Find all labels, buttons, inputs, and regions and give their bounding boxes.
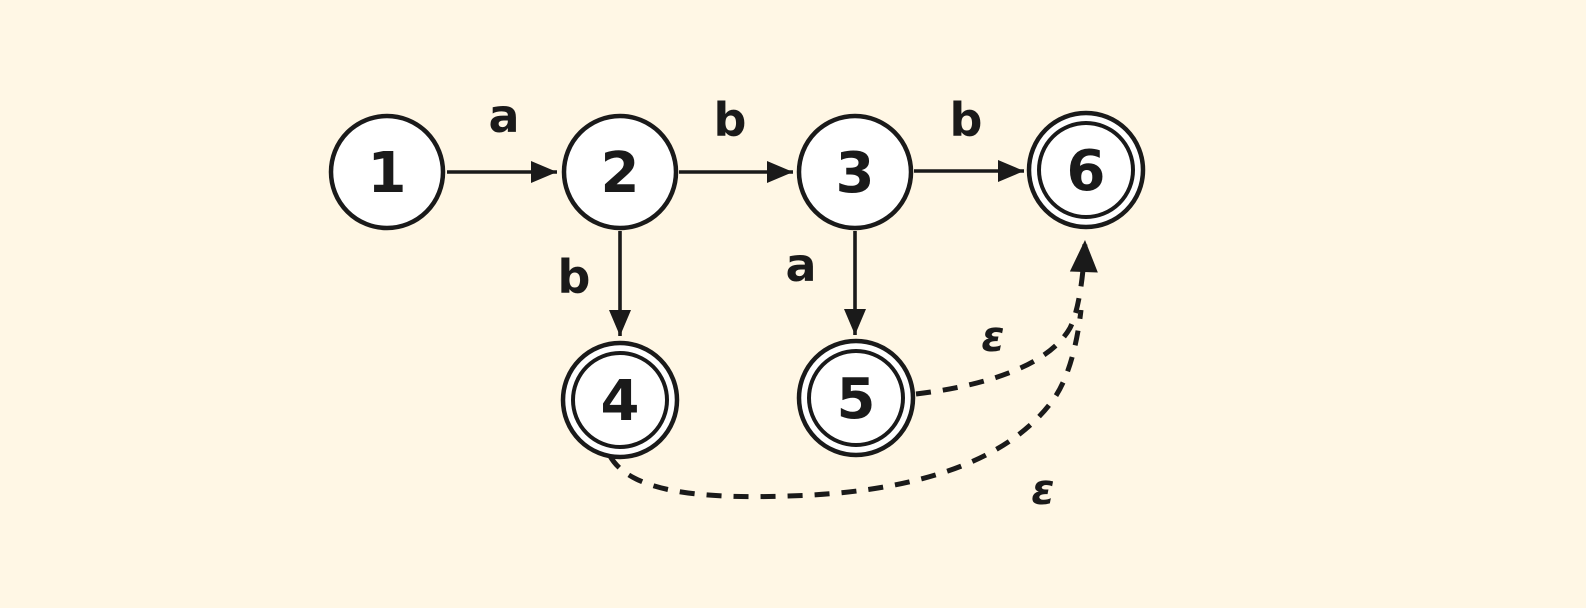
state-3: 3: [796, 113, 914, 231]
state-3-label: 3: [836, 141, 875, 206]
state-6-label: 6: [1067, 139, 1106, 204]
edge-label-3-5: a: [785, 238, 816, 292]
state-6-inner-circle: [1037, 121, 1135, 219]
state-1-circle: [328, 113, 446, 231]
state-6-outer-circle: [1026, 110, 1146, 230]
state-6-accepting: 6: [1026, 110, 1146, 230]
state-5-accepting: 5: [796, 338, 916, 458]
state-2-label: 2: [601, 141, 640, 206]
state-4-label: 4: [601, 369, 640, 434]
state-4-accepting: 4: [560, 340, 680, 460]
state-2: 2: [561, 113, 679, 231]
edge-label-3-6: b: [950, 93, 983, 147]
state-1-label: 1: [368, 141, 407, 206]
state-5-inner-circle: [807, 349, 905, 447]
state-2-circle: [561, 113, 679, 231]
edge-label-2-4: b: [558, 250, 591, 304]
edge-label-1-2: a: [488, 89, 519, 143]
edge-label-2-3: b: [714, 93, 747, 147]
edge-5-6-epsilon: [915, 239, 1098, 397]
state-3-circle: [796, 113, 914, 231]
state-4-outer-circle: [560, 340, 680, 460]
edge-label-4-6-epsilon: ε: [1031, 465, 1054, 514]
state-4-inner-circle: [571, 351, 669, 449]
state-1: 1: [328, 113, 446, 231]
state-5-outer-circle: [796, 338, 916, 458]
state-5-label: 5: [837, 367, 876, 432]
edge-label-5-6-epsilon: ε: [981, 312, 1004, 361]
